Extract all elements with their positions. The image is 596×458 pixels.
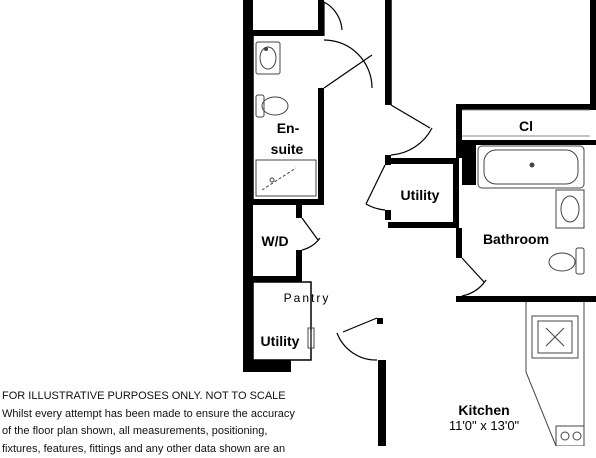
wd-label: W/D xyxy=(261,233,288,249)
utility-right-label: Utility xyxy=(401,187,440,203)
kitchen-label: Kitchen xyxy=(458,402,509,418)
disclaimer-line-1: FOR ILLUSTRATIVE PURPOSES ONLY. NOT TO S… xyxy=(2,388,347,406)
disclaimer-line-3: of the floor plan shown, all measurement… xyxy=(2,423,347,441)
disclaimer-line-2: Whilst every attempt has been made to en… xyxy=(2,406,347,424)
ensuite-label-line1: En- xyxy=(277,120,300,136)
ensuite-label-line2: suite xyxy=(271,141,304,157)
pantry-label: Pantry xyxy=(284,291,331,305)
bathroom-label: Bathroom xyxy=(483,231,549,247)
kitchen-dimensions: 11'0" x 13'0" xyxy=(449,418,520,433)
disclaimer-line-4: fixtures, features, fittings and any oth… xyxy=(2,441,347,458)
walls xyxy=(243,0,596,446)
floor-plan: En- suite Cl Utility W/D Bathroom Pantry… xyxy=(0,0,596,446)
cl-label: Cl xyxy=(519,118,533,134)
disclaimer: FOR ILLUSTRATIVE PURPOSES ONLY. NOT TO S… xyxy=(2,388,347,458)
utility-left-label: Utility xyxy=(261,333,300,349)
